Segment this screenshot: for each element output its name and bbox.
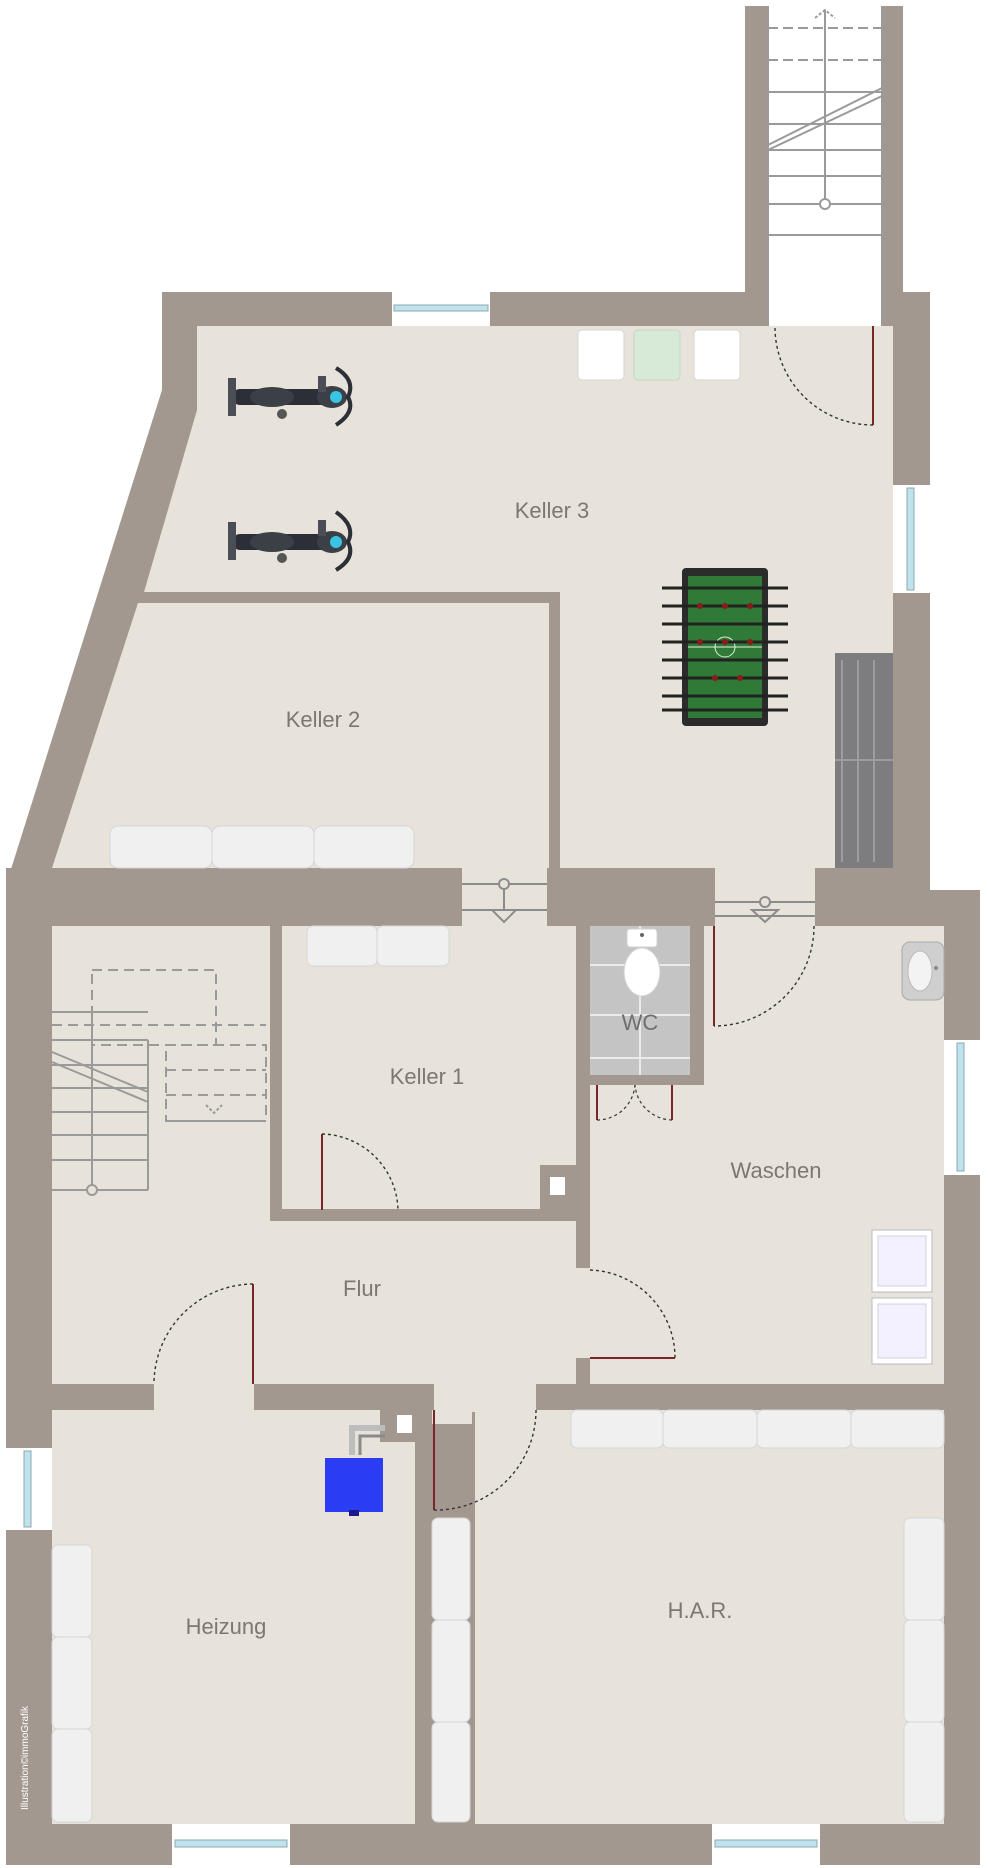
window-heizung-bottom — [172, 1824, 290, 1865]
stair-upper — [767, 6, 883, 326]
vent-keller1 — [550, 1177, 565, 1195]
window-har-bottom — [712, 1824, 820, 1865]
window-keller3-top — [392, 292, 490, 326]
foosball-table-icon — [662, 568, 788, 726]
door-flur-heizung — [153, 1283, 254, 1385]
door-flur-waschen — [589, 1269, 676, 1359]
furniture — [51, 329, 945, 1823]
room-keller3-floor — [144, 326, 893, 872]
room-label-keller3: Keller 3 — [515, 498, 590, 523]
door-keller1 — [321, 1133, 399, 1211]
passage-keller3-waschen — [715, 896, 815, 924]
exercise-bike-2-icon — [228, 510, 353, 572]
room-label-wc: WC — [622, 1010, 659, 1035]
room-label-keller2: Keller 2 — [286, 707, 361, 732]
door-flur-har — [433, 1409, 537, 1511]
shelves-har-top — [570, 1409, 945, 1449]
toilet-icon — [623, 928, 661, 997]
interior-walls — [6, 6, 980, 1865]
storage-boxes-keller3 — [577, 329, 741, 381]
illustration-credit: Illustration©immoGrafik — [20, 1705, 31, 1810]
exercise-bike-1-icon — [228, 366, 353, 427]
boiler-icon — [325, 1425, 385, 1516]
dryer-icon — [871, 1297, 933, 1365]
door-keller3-stair — [774, 326, 874, 426]
doors — [153, 326, 874, 1511]
room-label-waschen: Waschen — [731, 1158, 822, 1183]
room-label-heizung: Heizung — [186, 1614, 267, 1639]
room-labels: Keller 3 Keller 2 Keller 1 WC Waschen Fl… — [20, 498, 821, 1810]
shelves-keller2 — [109, 825, 415, 869]
window-heizung-left — [6, 1448, 52, 1530]
room-har-floor — [475, 1409, 944, 1824]
room-label-har: H.A.R. — [668, 1598, 733, 1623]
shelves-har-right — [903, 1517, 945, 1823]
shelf-keller3-right — [835, 653, 893, 868]
shelves-keller1 — [306, 925, 450, 967]
room-keller1-floor — [282, 926, 576, 1209]
door-waschen-top — [713, 925, 815, 1027]
room-label-flur: Flur — [343, 1276, 381, 1301]
passage-keller2-flur — [462, 878, 547, 924]
sink-icon — [901, 941, 945, 1001]
windows — [6, 292, 980, 1865]
passages — [462, 878, 815, 924]
room-keller2-floor — [52, 603, 549, 868]
window-keller3-right — [893, 485, 930, 593]
washing-machine-icon — [871, 1229, 933, 1293]
shelves-heizung-left — [51, 1544, 93, 1823]
window-waschen — [944, 1040, 980, 1175]
vent-heizung — [397, 1415, 412, 1433]
room-label-keller1: Keller 1 — [390, 1064, 465, 1089]
stair-lower — [51, 969, 267, 1196]
door-wc — [596, 1084, 673, 1121]
shelves-har-left — [431, 1517, 471, 1823]
